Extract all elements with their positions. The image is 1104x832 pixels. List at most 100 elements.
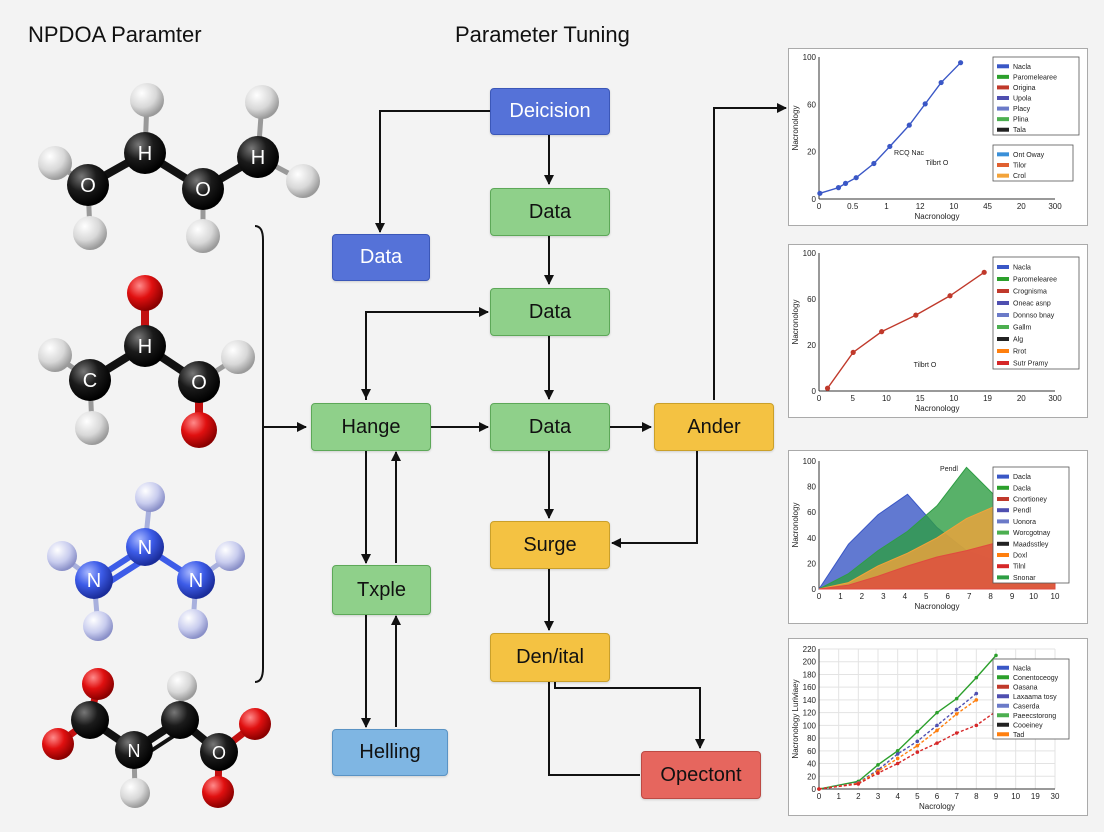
y-tick-label: 20 [807,772,816,781]
node-data-left[interactable]: Data [332,234,430,281]
node-decision[interactable]: Deicision [490,88,610,135]
series-line-0 [819,62,962,194]
series-line-0 [826,271,985,389]
x-tick-label: 8 [974,792,979,801]
molecule-1: O H O H [38,83,320,253]
legend-entry: Tad [1013,732,1024,739]
legend-swatch [997,675,1009,680]
legend-entry: Paromelearee [1013,74,1057,81]
x-tick-label: 6 [946,592,951,601]
legend-swatch [997,117,1009,122]
data-point [922,101,928,107]
legend-entry: Oneac asnp [1013,301,1051,308]
x-tick-label: 19 [1031,792,1040,801]
legend-secondary-swatch [997,173,1009,178]
node-surge[interactable]: Surge [490,521,610,569]
legend-entry: Tilnl [1013,564,1026,571]
y-tick-label: 20 [807,341,816,350]
node-data-1[interactable]: Data [490,188,610,236]
data-point [906,122,912,128]
x-tick-label: 5 [850,394,855,403]
legend-entry: Nacla [1013,665,1031,672]
chart-annotation: RCQ Nac [894,150,924,157]
legend-entry: Sutr Pramy [1013,361,1049,368]
atom-label: H [251,147,265,169]
data-point [994,653,998,658]
x-tick-label: 45 [983,202,992,211]
data-point [954,712,959,716]
legend-swatch [997,497,1009,501]
node-opectont[interactable]: Opectont [641,751,761,799]
legend-entry: Tala [1013,127,1026,134]
x-tick-label: 0 [817,592,822,601]
atom-label: O [195,179,211,201]
x-tick-label: 3 [876,792,881,801]
legend-entry: Gallm [1013,325,1031,332]
series-line-3 [818,693,1017,790]
legend-entry: Laxaama tosy [1013,694,1057,701]
data-point [954,731,959,735]
legend-secondary-entry: Crol [1013,173,1026,180]
x-tick-label: 10 [1029,592,1038,601]
molecule-4: N O [42,668,271,808]
y-tick-label: 160 [803,683,817,692]
x-axis-label: Nacronology [915,404,960,413]
atom-label: O [191,372,207,394]
legend-swatch [997,106,1009,111]
node-hange[interactable]: Hange [311,403,431,451]
node-txple[interactable]: Txple [332,565,431,615]
x-tick-label: 3 [881,592,886,601]
x-tick-label: 10 [949,394,958,403]
y-tick-label: 20 [807,559,816,568]
legend-swatch [997,722,1009,727]
legend-entry: Maadsstley [1013,541,1049,548]
legend-entry: Doxl [1013,553,1027,560]
x-axis-label: Nacronology [915,602,960,611]
y-tick-label: 80 [807,734,816,743]
legend-entry: Crognisma [1013,289,1047,296]
node-data-2[interactable]: Data [490,288,610,336]
data-point [954,707,959,712]
x-tick-label: 8 [988,592,993,601]
y-axis-label: Nacronology [791,300,800,345]
x-tick-label: 10 [882,394,891,403]
atom-label: N [189,570,203,592]
x-axis-label: Nacronology [915,212,960,221]
x-tick-label: 6 [935,792,940,801]
node-helling[interactable]: Helling [332,729,448,776]
data-point [913,312,919,318]
data-point [895,749,900,753]
y-tick-label: 60 [807,747,816,756]
legend-entry: Upola [1013,96,1031,103]
atom-label: N [138,537,152,559]
legend-swatch [997,474,1009,479]
y-axis-label: Nacronology [791,503,800,548]
legend-entry: Dacla [1013,485,1031,492]
legend-swatch [997,541,1009,546]
series-line-1 [818,693,977,790]
x-tick-label: 20 [1017,394,1026,403]
node-dental[interactable]: Den/ital [490,633,610,682]
x-axis-label: Nacrology [919,802,955,811]
chart-annotation: Tilbrt O [926,160,949,167]
data-point [850,349,856,355]
node-ander[interactable]: Ander [654,403,774,451]
legend-secondary-entry: Tilor [1013,163,1027,170]
legend-entry: Rrot [1013,349,1026,356]
legend-swatch [997,732,1009,737]
atom-label: N [128,741,141,761]
data-point [817,787,821,791]
x-tick-label: 0 [817,202,822,211]
arrow-decision-data-left [375,110,490,233]
x-tick-label: 1 [884,202,889,211]
data-point [887,143,893,150]
node-data-3[interactable]: Data [490,403,610,451]
data-point [817,190,823,196]
legend-swatch [997,703,1009,708]
